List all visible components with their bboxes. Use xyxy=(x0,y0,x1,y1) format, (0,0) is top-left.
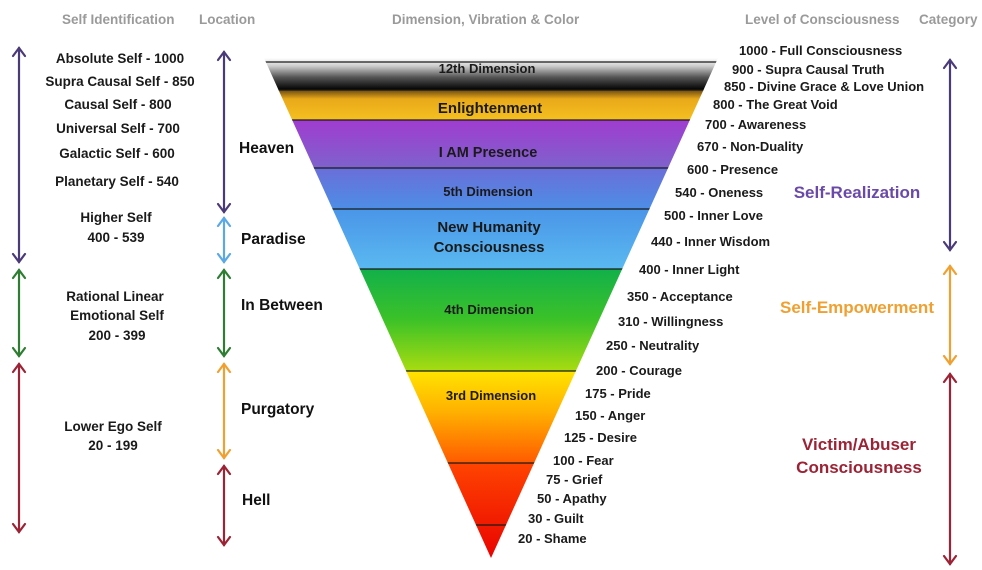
level-50: 50 - Apathy xyxy=(537,491,607,506)
self-arrow-green xyxy=(11,268,27,358)
location-heaven: Heaven xyxy=(239,140,295,157)
header-category: Category xyxy=(919,12,978,27)
self-id-rational-range: 200 - 399 xyxy=(88,328,146,343)
location-arrow-heaven xyxy=(216,50,232,214)
category-arrow-victim xyxy=(942,372,958,566)
level-100: 100 - Fear xyxy=(553,453,614,468)
self-id-lower-ego: Lower Ego Self xyxy=(64,419,162,434)
header-level: Level of Consciousness xyxy=(745,12,900,27)
dimension-12th: 12th Dimension xyxy=(438,61,536,76)
self-id-higher: Higher Self xyxy=(80,210,152,225)
location-in-between: In Between xyxy=(241,297,323,314)
self-id-causal: Causal Self - 800 xyxy=(64,97,172,112)
category-victim-line2: Consciousness xyxy=(796,458,922,477)
band-i-am-presence xyxy=(264,120,718,168)
level-800: 800 - The Great Void xyxy=(713,97,838,112)
level-440: 440 - Inner Wisdom xyxy=(651,234,771,249)
dimension-5th: 5th Dimension xyxy=(443,184,533,199)
header-self-identification: Self Identification xyxy=(62,12,175,27)
level-250: 250 - Neutrality xyxy=(606,338,700,353)
header-location: Location xyxy=(199,12,256,27)
level-75: 75 - Grief xyxy=(546,472,603,487)
level-20: 20 - Shame xyxy=(518,531,587,546)
self-id-emotional: Emotional Self xyxy=(70,308,164,323)
self-id-supra-causal: Supra Causal Self - 850 xyxy=(45,74,195,89)
level-150: 150 - Anger xyxy=(575,408,646,423)
level-30: 30 - Guilt xyxy=(528,511,584,526)
band-lower xyxy=(264,463,718,558)
dimension-i-am-presence: I AM Presence xyxy=(438,145,538,161)
location-purgatory: Purgatory xyxy=(241,401,315,418)
level-600: 600 - Presence xyxy=(687,162,779,177)
category-self-empowerment: Self-Empowerment xyxy=(780,298,934,317)
dimension-3rd: 3rd Dimension xyxy=(445,388,537,403)
self-id-higher-range: 400 - 539 xyxy=(87,230,145,245)
level-125: 125 - Desire xyxy=(564,430,637,445)
level-540: 540 - Oneness xyxy=(675,185,764,200)
category-arrows xyxy=(942,58,958,566)
level-1000: 1000 - Full Consciousness xyxy=(739,43,903,58)
location-arrows xyxy=(216,50,232,547)
location-hell: Hell xyxy=(242,492,271,509)
location-paradise: Paradise xyxy=(241,231,306,248)
dimension-4th: 4th Dimension xyxy=(444,302,534,317)
band-5th-dimension xyxy=(264,168,718,209)
location-arrow-purgatory xyxy=(216,362,232,460)
location-arrow-hell xyxy=(216,464,232,547)
level-500: 500 - Inner Love xyxy=(664,208,763,223)
self-arrow-purple xyxy=(11,46,27,264)
self-id-lower-range: 20 - 199 xyxy=(88,438,138,453)
category-arrow-self-empowerment xyxy=(942,264,958,366)
location-arrow-paradise xyxy=(216,216,232,264)
category-arrow-self-realization xyxy=(942,58,958,252)
dimension-new-humanity: New Humanity Consciousness xyxy=(434,218,545,258)
level-400: 400 - Inner Light xyxy=(639,262,740,277)
band-12th-dimension xyxy=(264,58,718,90)
self-id-planetary: Planetary Self - 540 xyxy=(55,174,179,189)
level-350: 350 - Acceptance xyxy=(627,289,733,304)
category-self-realization: Self-Realization xyxy=(793,183,921,202)
location-arrow-in-between xyxy=(216,268,232,358)
self-id-rational-linear: Rational Linear xyxy=(66,289,164,304)
category-victim-line1: Victim/Abuser xyxy=(801,435,916,454)
self-id-galactic: Galactic Self - 600 xyxy=(59,146,175,161)
level-900: 900 - Supra Causal Truth xyxy=(732,62,885,77)
band-enlightenment xyxy=(264,90,718,120)
category-victim-abuser: Victim/Abuser Consciousness xyxy=(796,433,922,479)
self-arrow-red xyxy=(11,362,27,534)
level-175: 175 - Pride xyxy=(585,386,651,401)
self-id-universal: Universal Self - 700 xyxy=(56,121,180,136)
level-200: 200 - Courage xyxy=(596,363,682,378)
dimension-new-humanity-line2: Consciousness xyxy=(433,239,545,256)
self-identification-arrows xyxy=(11,46,27,534)
level-310: 310 - Willingness xyxy=(618,314,724,329)
level-670: 670 - Non-Duality xyxy=(697,139,804,154)
band-3rd-dimension xyxy=(264,371,718,463)
dimension-new-humanity-line1: New Humanity xyxy=(437,219,541,236)
dimension-enlightenment: Enlightenment xyxy=(437,100,543,117)
level-700: 700 - Awareness xyxy=(705,117,807,132)
self-id-absolute: Absolute Self - 1000 xyxy=(55,51,185,66)
level-850: 850 - Divine Grace & Love Union xyxy=(724,79,925,94)
header-dimension: Dimension, Vibration & Color xyxy=(392,12,580,27)
